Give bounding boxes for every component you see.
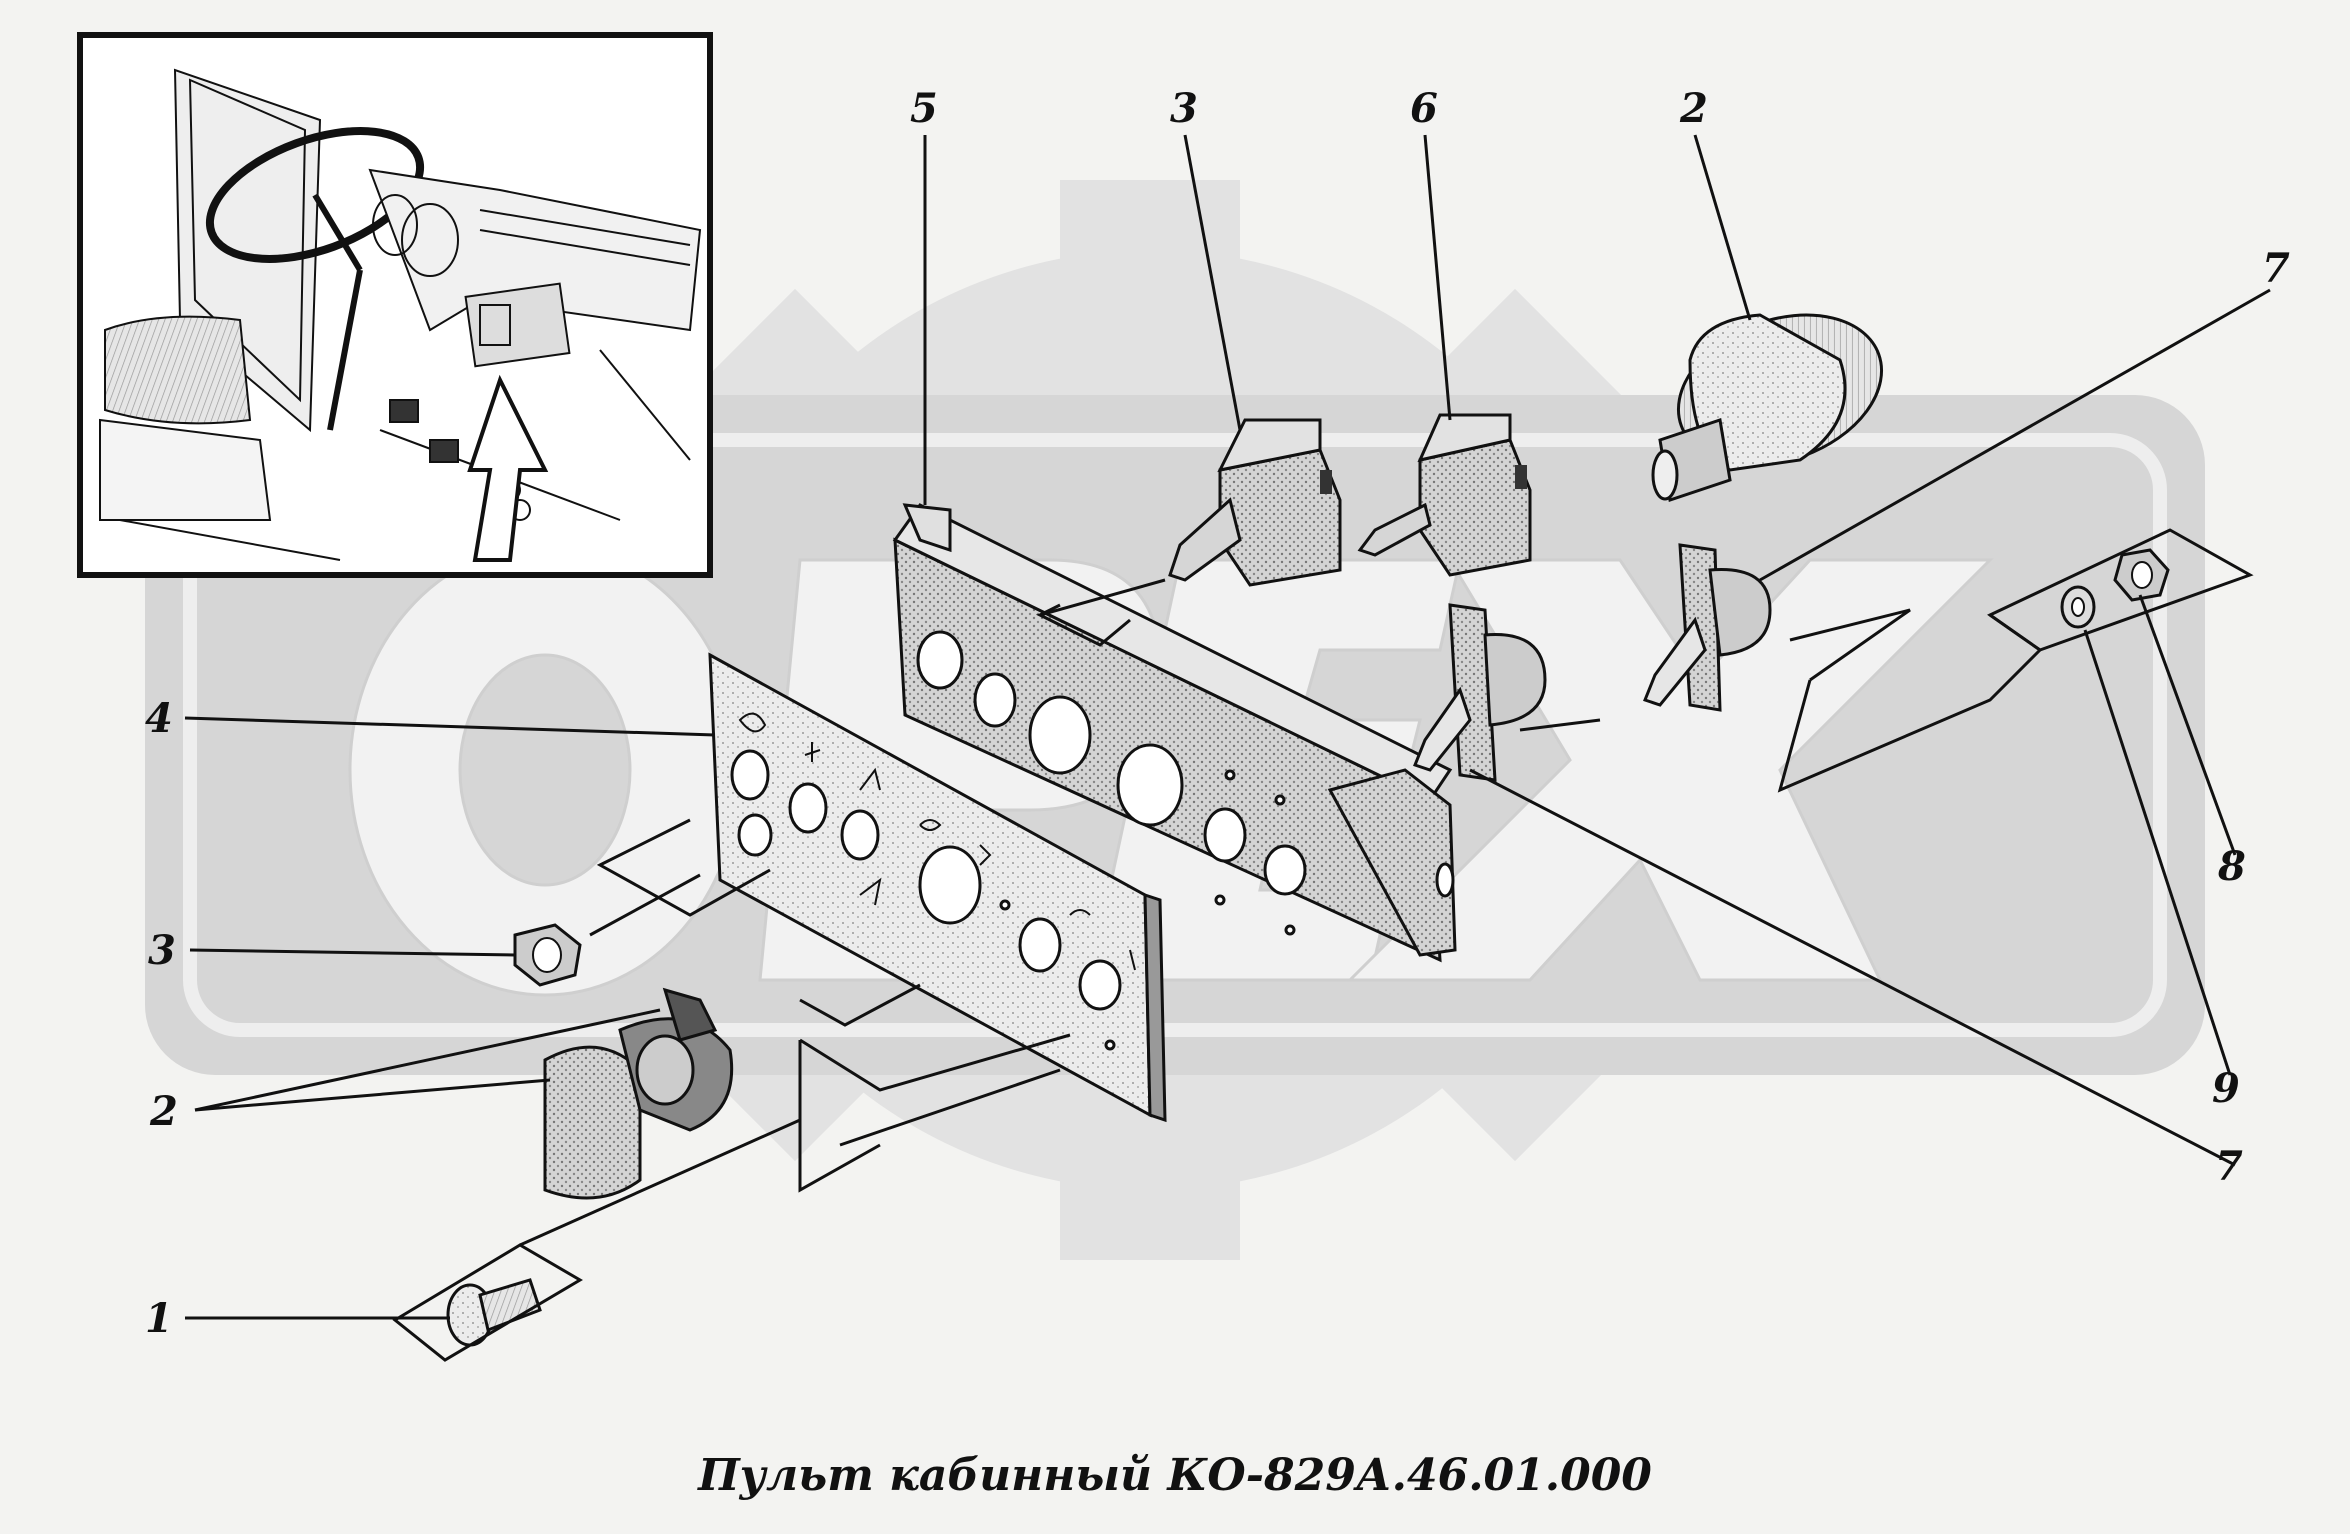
panel-housing-holes	[916, 630, 1455, 936]
callout-2-left: 2	[149, 1088, 178, 1135]
callout-4: 4	[145, 695, 173, 742]
leader-lines	[184, 134, 2271, 1320]
panel-housing-part-5	[892, 503, 1457, 963]
callout-2-top: 2	[1679, 85, 1708, 132]
washer-part-9	[2060, 585, 2096, 629]
toggle-switch-part-3	[1168, 418, 1342, 587]
callout-7-top: 7	[2262, 245, 2290, 292]
knob-part-2	[543, 987, 734, 1200]
front-plate-holes	[730, 749, 1122, 1051]
front-plate-symbols	[738, 712, 1136, 971]
callout-1: 1	[145, 1295, 173, 1342]
gauge-part-2	[1651, 313, 1884, 502]
panel-housing-left-flange	[902, 503, 952, 553]
toggle-switch-part-7-lower	[1413, 603, 1547, 782]
callout-5: 5	[910, 85, 938, 132]
nut-part-8	[2113, 548, 2170, 602]
callout-3-left: 3	[148, 927, 176, 974]
callout-6: 6	[1410, 85, 1438, 132]
toggle-switch-part-6	[1357, 413, 1532, 577]
diagram-caption: Пульт кабинный КО-829А.46.01.000	[696, 1450, 1652, 1501]
callout-labels: 5 3 6 2 7 4 3 2 1 8 9 7	[145, 85, 2290, 1342]
callout-8: 8	[2217, 843, 2246, 890]
nut-part-3	[513, 923, 582, 987]
assembly-lines	[392, 528, 2254, 1362]
callout-9: 9	[2212, 1065, 2240, 1112]
callout-7-bottom: 7	[2215, 1143, 2243, 1190]
front-plate-edge	[1143, 892, 1167, 1123]
inset-location-arrow	[467, 374, 549, 562]
callout-3-top: 3	[1170, 85, 1198, 132]
toggle-switch-part-7-upper	[1643, 543, 1772, 712]
cab-location-inset	[77, 32, 713, 578]
front-plate-part-4	[708, 652, 1167, 1123]
inset-cab-sketch	[99, 68, 702, 561]
watermark-band-inner	[183, 433, 2167, 1037]
